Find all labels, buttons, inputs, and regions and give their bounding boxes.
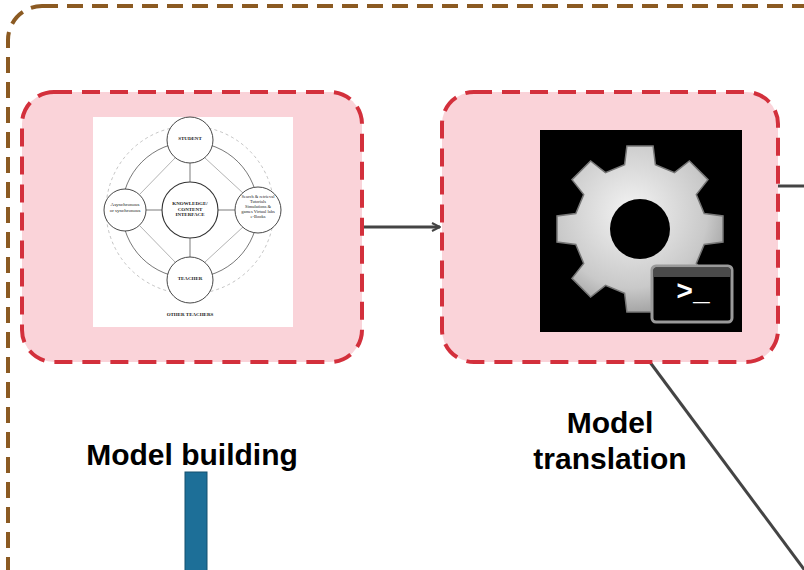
model-translation-box: Model translation	[442, 92, 778, 362]
outer-group-frame	[8, 6, 804, 570]
box-heading: Model building	[27, 437, 357, 473]
model-building-frame	[22, 92, 362, 362]
illustration-label: KNOWLEDGE/ CONTENT INTERFACE	[166, 201, 214, 218]
model-building-box: Model building	[22, 92, 362, 362]
model-translation-frame	[442, 92, 778, 362]
blue-bar	[185, 472, 207, 570]
gear-terminal-icon	[540, 130, 742, 332]
learning-model-illustration	[93, 117, 293, 327]
outgoing-line	[778, 185, 804, 188]
illustration-label: STUDENT	[166, 136, 214, 142]
illustration-label: Search & retrieval Tutorials Simulations…	[240, 195, 276, 220]
flow-arrow	[364, 226, 440, 229]
illustration-label: TEACHER	[166, 276, 214, 282]
terminal-prompt: >_	[660, 279, 726, 307]
illustration-label: OTHER TEACHERS	[155, 312, 225, 318]
illustration-label: Asynchronous or synchronous	[108, 202, 142, 213]
box-heading: Model translation	[495, 405, 725, 477]
